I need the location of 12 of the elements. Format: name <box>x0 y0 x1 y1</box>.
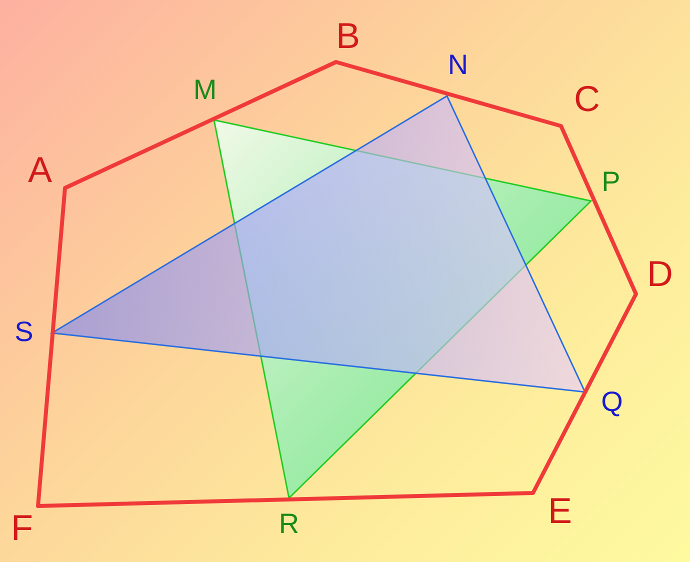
vertex-label: Q <box>601 388 623 416</box>
vertex-label: A <box>28 152 52 188</box>
vertex-label: C <box>574 81 600 117</box>
vertex-label: D <box>647 256 673 292</box>
vertex-label: M <box>193 76 217 104</box>
vertex-label: E <box>548 493 572 529</box>
vertex-label: B <box>336 18 360 54</box>
vertex-label: P <box>602 168 620 196</box>
vertex-label: N <box>448 51 468 79</box>
vertex-label: R <box>278 510 300 538</box>
vertex-label: F <box>11 510 33 546</box>
vertex-label: S <box>14 318 34 346</box>
